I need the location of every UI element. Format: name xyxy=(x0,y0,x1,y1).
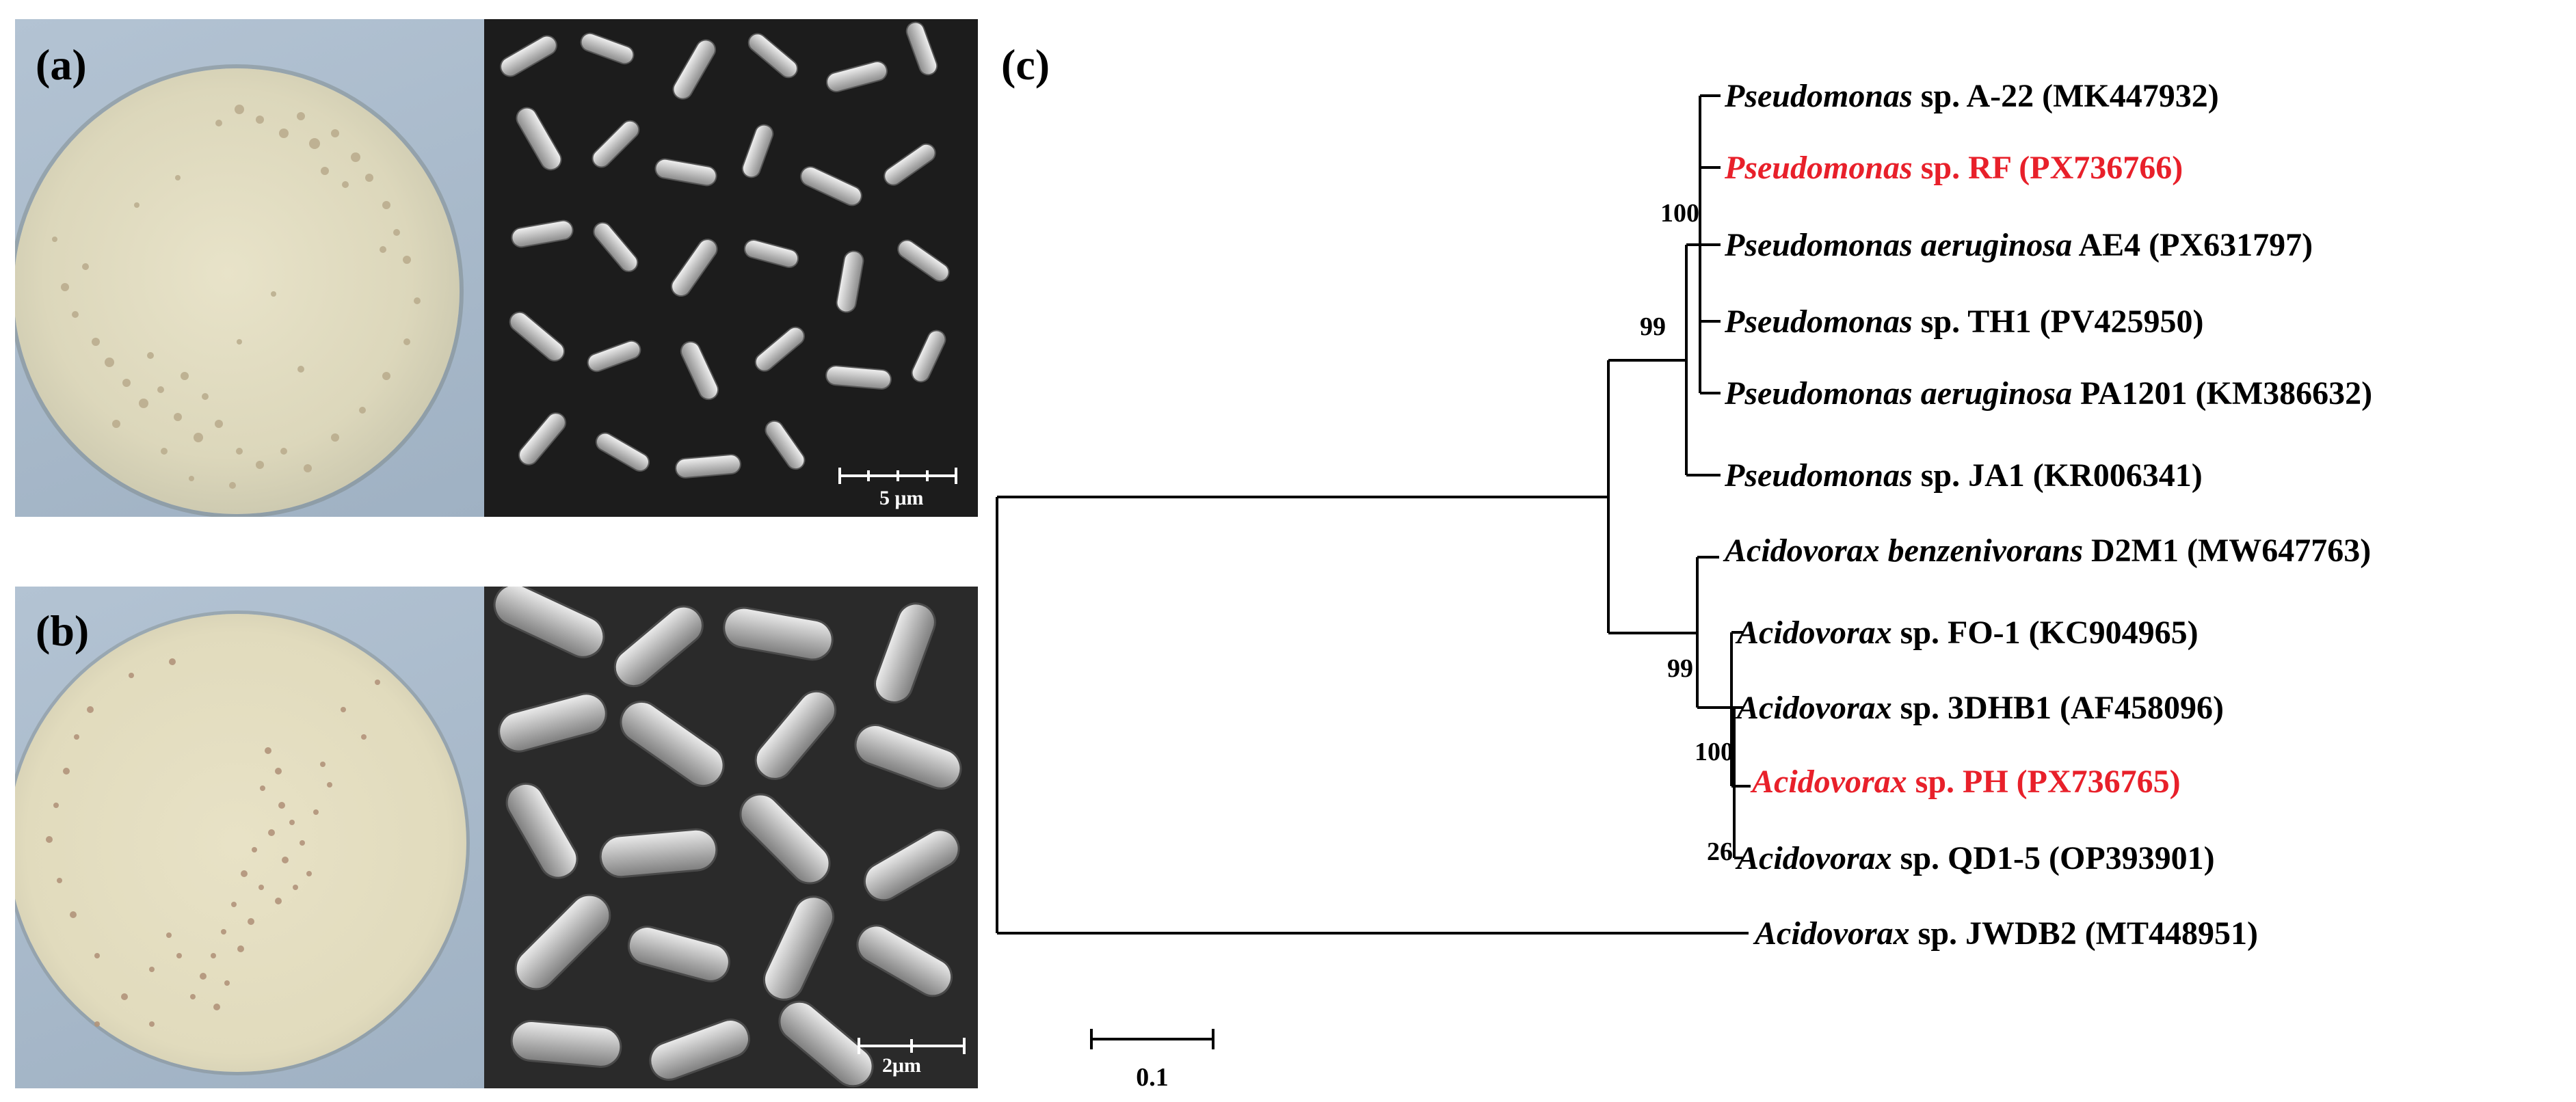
taxon-label-highlight: Pseudomonas sp. RF (PX736766) xyxy=(1724,150,2183,186)
scale-label-a: 5 μm xyxy=(879,487,924,509)
scale-bar-b xyxy=(858,1038,966,1054)
phylogenetic-tree: Pseudomonas sp. A-22 (MK447932) Pseudomo… xyxy=(996,78,2372,1092)
taxon-label: Acidovorax sp. QD1-5 (OP393901) xyxy=(1735,840,2215,876)
panel-label-b: (b) xyxy=(36,606,90,655)
taxon-label: Acidovorax sp. FO-1 (KC904965) xyxy=(1735,615,2199,651)
petri-dish-b xyxy=(15,614,466,1072)
bootstrap-value: 100 xyxy=(1695,738,1734,766)
taxon-label: Pseudomonas aeruginosa AE4 (PX631797) xyxy=(1724,227,2313,263)
taxon-label: Acidovorax benzenivorans D2M1 (MW647763) xyxy=(1723,533,2371,569)
taxon-label: Pseudomonas sp. TH1 (PV425950) xyxy=(1724,304,2204,340)
taxon-label: Acidovorax sp. JWDB2 (MT448951) xyxy=(1753,915,2258,952)
bootstrap-value: 100 xyxy=(1660,199,1699,228)
taxon-label-highlight: Acidovorax sp. PH (PX736765) xyxy=(1750,764,2181,800)
sem-image-a: 5 μm xyxy=(484,19,978,517)
scale-label-b: 2μm xyxy=(882,1054,921,1077)
taxon-label: Pseudomonas aeruginosa PA1201 (KM386632) xyxy=(1724,375,2372,412)
taxon-label: Pseudomonas sp. JA1 (KR006341) xyxy=(1724,457,2203,494)
panel-label-c: (c) xyxy=(1001,40,1050,89)
taxon-label: Pseudomonas sp. A-22 (MK447932) xyxy=(1724,78,2219,114)
taxon-label: Acidovorax sp. 3DHB1 (AF458096) xyxy=(1735,690,2224,726)
sem-cells-b xyxy=(484,587,978,1088)
petri-dish-photo-a xyxy=(15,19,484,517)
colonies-a xyxy=(52,105,421,489)
tree-branches xyxy=(996,94,1751,1049)
panel-label-a: (a) xyxy=(36,40,87,89)
colonies-b xyxy=(46,658,380,1027)
bootstrap-value: 26 xyxy=(1707,837,1733,866)
scale-bar-a xyxy=(838,468,957,484)
sem-image-b: 2μm xyxy=(484,587,978,1088)
tree-scale-label: 0.1 xyxy=(1136,1063,1169,1092)
bootstrap-value: 99 xyxy=(1640,312,1666,341)
petri-dish-a xyxy=(15,68,460,514)
sem-cells-a xyxy=(484,19,978,517)
bootstrap-value: 99 xyxy=(1667,654,1693,683)
petri-dish-photo-b xyxy=(15,587,484,1088)
